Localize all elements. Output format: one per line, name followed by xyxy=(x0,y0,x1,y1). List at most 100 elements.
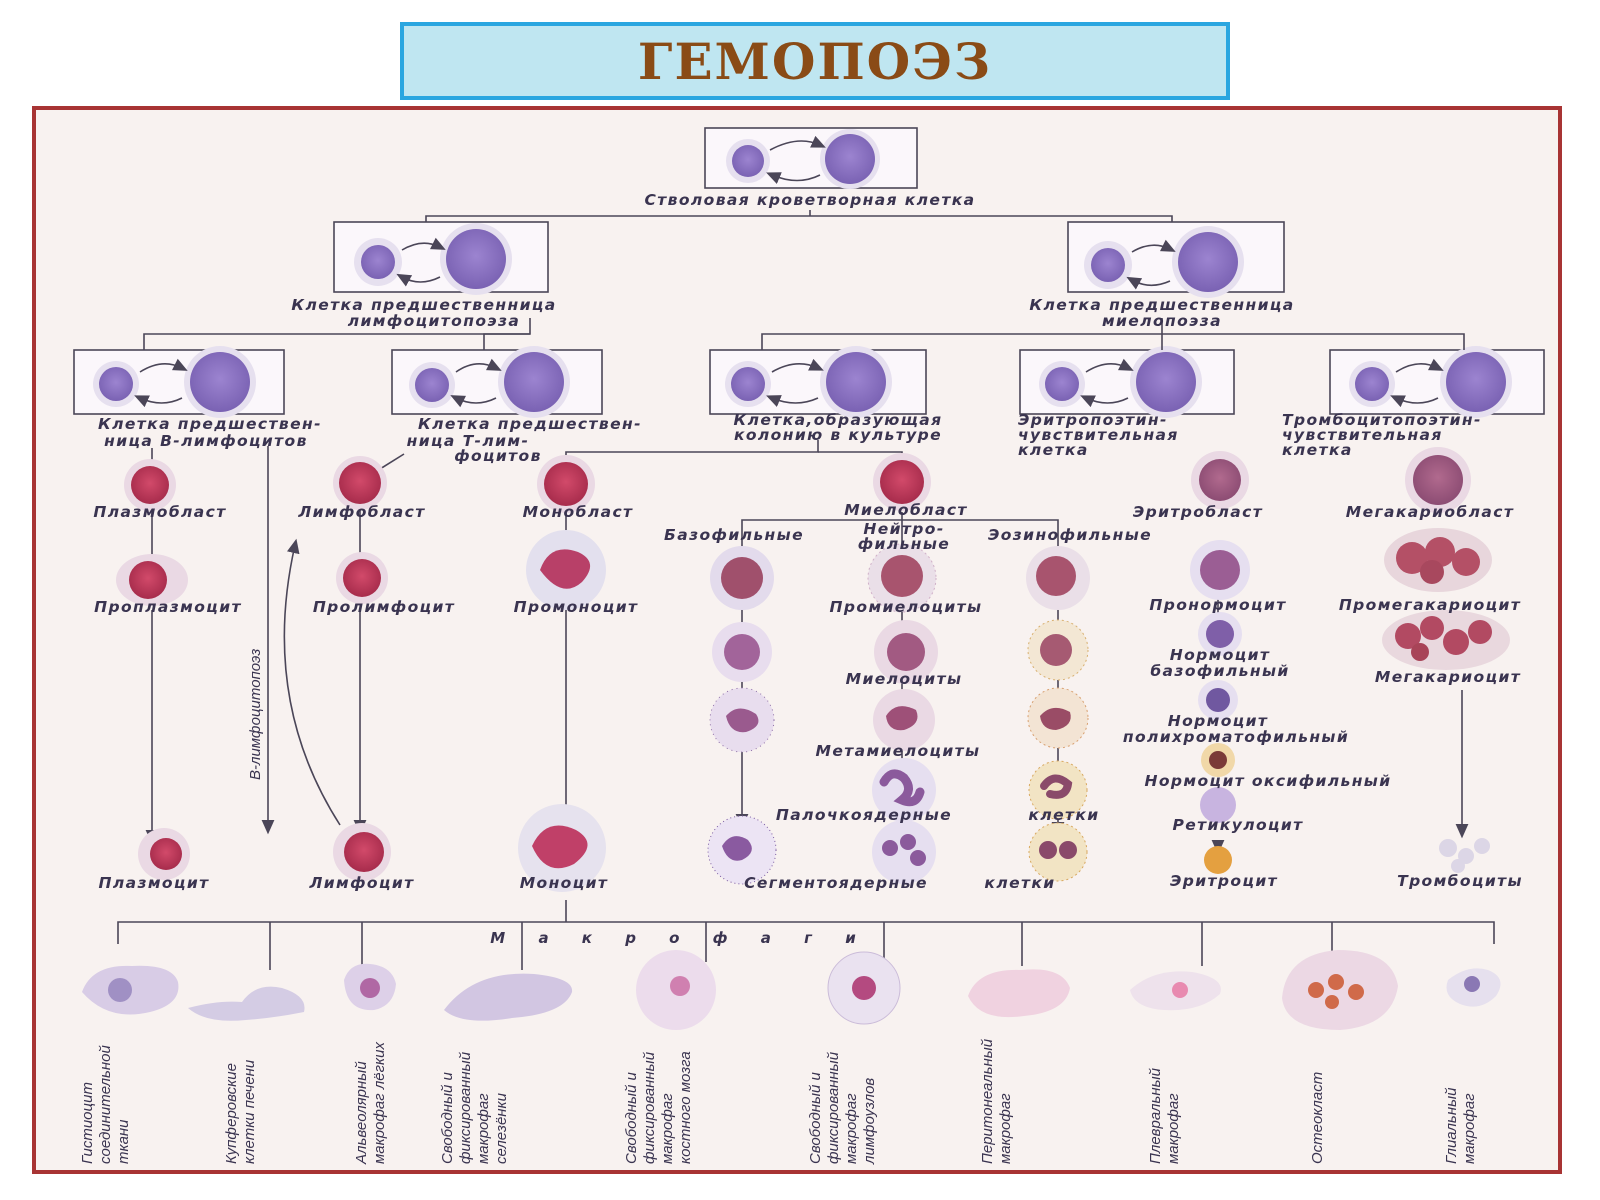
label-myelo-precursor-1: Клетка предшественница xyxy=(1029,296,1294,314)
label-segmented-1: Сегментоядерные xyxy=(744,874,928,892)
macrophage-label-2-line-2: клетки печени xyxy=(241,1059,258,1164)
macrophage-label-7-line-1: Перитонеальный xyxy=(979,1038,996,1164)
cell-spleen-macrophage xyxy=(444,973,573,1021)
title-box: ГЕМОПОЭЗ xyxy=(400,22,1230,100)
cell-proplasmocyte xyxy=(116,554,188,606)
label-normocyte-poly-1: Нормоцит xyxy=(1168,712,1269,730)
cell-neutrophil-3 xyxy=(873,689,935,751)
cell-lymphoblast xyxy=(333,456,387,510)
cell-pronormocyte xyxy=(1190,540,1250,600)
label-epo-2: чувствительная xyxy=(1018,426,1179,444)
macrophage-label-5-line-4: костного мозга xyxy=(677,1051,694,1164)
label-monoblast: Монобласт xyxy=(523,503,634,521)
cell-normocyte-basophilic xyxy=(1198,612,1242,656)
cell-myeloblast xyxy=(873,453,931,511)
macrophage-label-7-line-2: макрофаг xyxy=(997,1093,1014,1164)
label-myelo-precursor-2: миелопоэза xyxy=(1102,312,1222,330)
label-normocyte-poly-2: полихроматофильный xyxy=(1123,728,1349,746)
macrophage-label-8-line-1: Плевральный xyxy=(1147,1067,1164,1164)
cell-basophil-segmented xyxy=(707,815,777,885)
label-band-cells-2: клетки xyxy=(1028,806,1099,824)
macrophage-label-1-line-3: ткани xyxy=(115,1119,132,1164)
macrophage-label-4-line-1: Свободный и xyxy=(439,1071,456,1164)
macrophage-label-1-line-1: Гистиоцит xyxy=(79,1082,96,1164)
macrophage-label-3-line-1: Альвеолярный xyxy=(353,1061,370,1165)
cell-reticulocyte xyxy=(1200,787,1236,823)
label-proplasmocyte: Проплазмоцит xyxy=(94,598,242,616)
label-thrombocytes: Тромбоциты xyxy=(1397,872,1523,890)
diagram-labels: Стволовая кроветворная клетка Клетка пре… xyxy=(93,191,1523,947)
cell-eosinophil-2 xyxy=(1027,619,1089,681)
label-normocyte-baso-1: Нормоцит xyxy=(1170,646,1271,664)
macrophage-label-6-line-3: макрофаг xyxy=(843,1093,860,1164)
label-lymph-precursor-2: лимфоцитопоэза xyxy=(348,312,521,330)
label-neutrophilic-1: Нейтро- xyxy=(863,520,944,538)
cell-osteoclast xyxy=(1282,950,1398,1030)
tpo-box xyxy=(1329,346,1545,418)
label-tpo-3: клетка xyxy=(1282,441,1353,459)
label-megakaryoblast: Мегакариобласт xyxy=(1346,503,1515,521)
label-prolymphocyte: Пролимфоцит xyxy=(313,598,455,616)
label-segmented-2: клетки xyxy=(984,874,1055,892)
label-erythrocyte: Эритроцит xyxy=(1170,872,1278,890)
cell-erythrocyte xyxy=(1204,846,1232,874)
label-promegakaryocyte: Промегакариоцит xyxy=(1339,596,1521,614)
label-stem-cell: Стволовая кроветворная клетка xyxy=(644,191,975,209)
label-b-precursor-1: Клетка предшествен- xyxy=(98,415,322,433)
cell-kupffer xyxy=(188,986,305,1021)
cell-normocyte-polychromatophilic xyxy=(1198,680,1238,720)
label-normocyte-oxy: Нормоцит оксифильный xyxy=(1145,772,1392,790)
label-t-precursor-3: фоцитов xyxy=(454,447,542,465)
label-pronormocyte: Пронормоцит xyxy=(1149,596,1286,614)
cell-neutrophil-2 xyxy=(874,620,938,684)
cfu-box xyxy=(709,346,927,418)
label-plasmocyte: Плазмоцит xyxy=(98,874,209,892)
cell-peritoneal xyxy=(968,969,1070,1018)
label-reticulocyte: Ретикулоцит xyxy=(1172,816,1303,834)
cell-basophil-1 xyxy=(710,546,774,610)
cell-basophil-2 xyxy=(712,622,772,682)
cell-thrombocytes xyxy=(1439,838,1490,873)
cell-megakaryoblast xyxy=(1405,447,1471,513)
label-cfu-2: колонию в культуре xyxy=(734,426,942,444)
macrophage-label-10-line-2: макрофаг xyxy=(1461,1093,1478,1164)
cell-neutrophil-1 xyxy=(867,543,937,613)
label-basophilic: Базофильные xyxy=(664,526,804,544)
macrophage-label-2-line-1: Купферовские xyxy=(223,1063,240,1164)
cell-eosinophil-band xyxy=(1028,760,1088,820)
lymph-precursor-box xyxy=(333,221,549,295)
cell-monoblast xyxy=(537,455,595,513)
cell-neutrophil-band xyxy=(872,758,936,822)
label-tpo-1: Тромбоцитопоэтин- xyxy=(1282,411,1482,429)
macrophage-label-6-line-4: лимфоузлов xyxy=(861,1078,878,1165)
cell-promonocyte xyxy=(526,530,606,610)
macrophage-label-1-line-2: соединительной xyxy=(97,1044,114,1164)
label-epo-3: клетка xyxy=(1018,441,1089,459)
stem-cell-box xyxy=(704,127,918,189)
label-lymph-precursor-1: Клетка предшественница xyxy=(291,296,556,314)
label-t-precursor-1: Клетка предшествен- xyxy=(418,415,642,433)
label-megakaryocyte: Мегакариоцит xyxy=(1375,668,1521,686)
page-title: ГЕМОПОЭЗ xyxy=(637,31,993,91)
macrophage-label-5-line-3: макрофаг xyxy=(659,1093,676,1164)
macrophage-label-8-line-2: макрофаг xyxy=(1165,1093,1182,1164)
cell-eosinophil-1 xyxy=(1026,546,1090,610)
label-tpo-2: чувствительная xyxy=(1282,426,1443,444)
cell-megakaryocyte xyxy=(1382,610,1510,670)
cell-erythroblast xyxy=(1191,451,1249,509)
cell-eosinophil-3 xyxy=(1027,687,1089,749)
cell-monocyte xyxy=(518,804,606,892)
cell-normocyte-oxyphilic xyxy=(1201,743,1235,777)
macrophage-label-4-line-4: селезёнки xyxy=(493,1092,510,1164)
macrophage-label-3-line-2: макрофаг лёгких xyxy=(371,1042,388,1164)
label-monocyte: Моноцит xyxy=(520,874,609,892)
cell-neutrophil-segmented xyxy=(872,820,936,884)
label-epo-1: Эритропоэтин- xyxy=(1018,411,1168,429)
label-erythroblast: Эритробласт xyxy=(1133,503,1263,521)
label-macrophages: М а к р о ф а г и xyxy=(490,929,869,947)
label-cfu-1: Клетка,образующая xyxy=(734,411,943,429)
macrophage-label-4-line-2: фиксированный xyxy=(457,1051,474,1164)
label-metamyelocytes: Метамиелоциты xyxy=(816,742,981,760)
